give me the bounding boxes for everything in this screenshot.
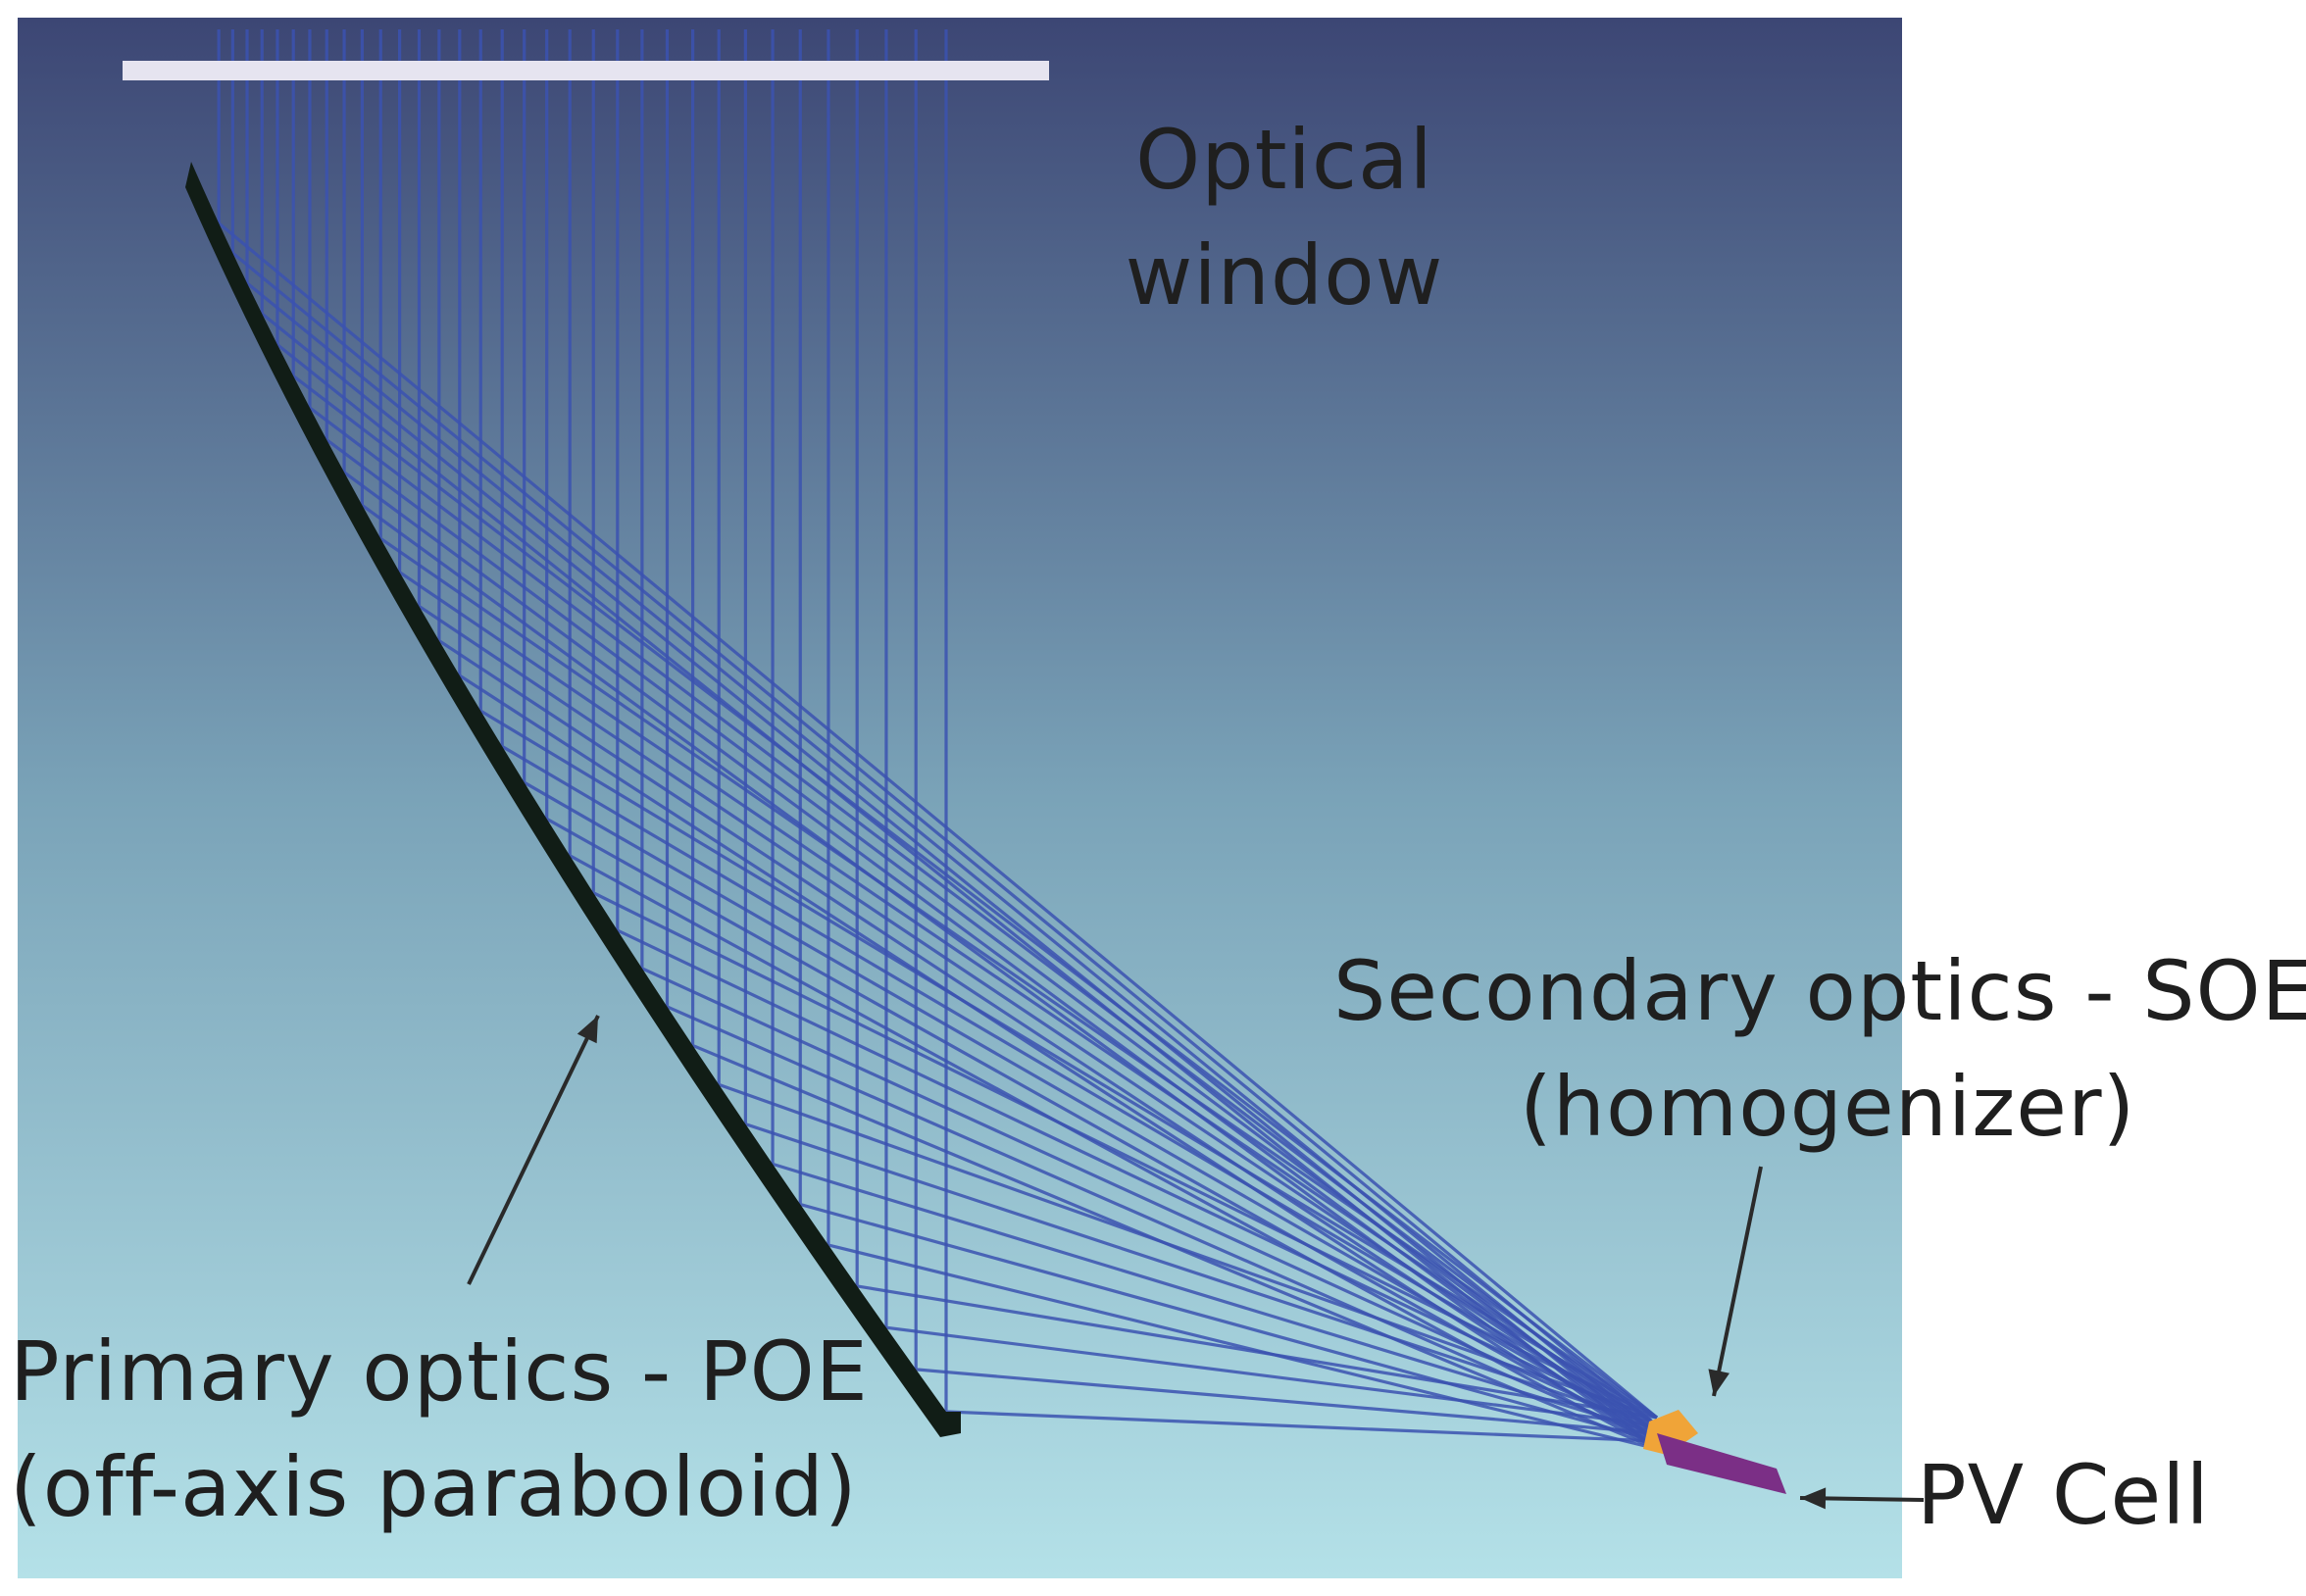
optical-window-label: Optical window [1118,102,1451,333]
primary-optics-label: Primary optics - POE (off-axis paraboloi… [10,1314,869,1545]
secondary-optics-label-line1: Secondary optics - SOE [1333,943,2306,1039]
secondary-optics-label: Secondary optics - SOE (homogenizer) [1333,933,2306,1165]
optical-window-label-line2: window [1125,227,1444,324]
secondary-optic [1643,1410,1698,1455]
primary-optics-label-line1: Primary optics - POE [10,1323,869,1420]
secondary-optics-label-line2: (homogenizer) [1520,1059,2136,1155]
leader-arrows [467,1015,1925,1510]
arrow-icon [467,1015,600,1285]
arrow-icon [1799,1487,1925,1510]
scene-background [18,18,1902,1578]
arrow-icon [1708,1166,1763,1397]
primary-optics-label-line2: (off-axis paraboloid) [10,1439,858,1535]
homogenizer-element [1643,1410,1698,1455]
pv-cell-element [1657,1433,1786,1494]
pv-cell-label: PV Cell [1917,1447,2210,1543]
optical-window-label-line1: Optical [1135,112,1433,208]
